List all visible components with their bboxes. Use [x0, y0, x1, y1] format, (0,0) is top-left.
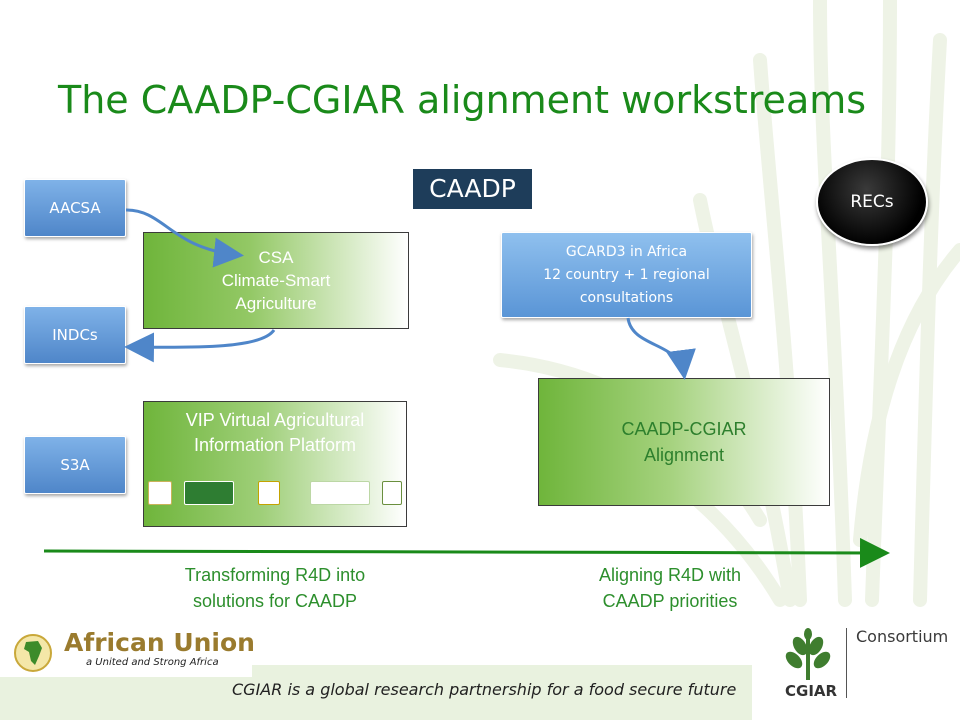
csa-box[interactable]: CSA Climate-Smart Agriculture — [143, 232, 409, 329]
caption-right: Aligning R4D with CAADP priorities — [545, 562, 795, 614]
gcard-line2: 12 country + 1 regional — [543, 266, 710, 283]
vip-line2: Information Platform — [193, 435, 357, 455]
african-union-name: African Union — [64, 628, 255, 657]
cgiar-wordmark: CGIAR — [785, 682, 838, 700]
caption-left: Transforming R4D into solutions for CAAD… — [150, 562, 400, 614]
gcard-line3: consultations — [579, 289, 674, 306]
csa-to-indcs-arrow — [124, 329, 276, 363]
gcard-to-alignment-arrow — [626, 317, 696, 380]
coraf-logo — [258, 481, 280, 505]
ccardesa-logo — [310, 481, 370, 505]
aacsa-to-csa-arrow — [125, 208, 244, 268]
gcard-line1: GCARD3 in Africa — [565, 243, 688, 260]
footer-tagline: CGIAR is a global research partnership f… — [232, 680, 737, 699]
caption-left-line2: solutions for CAADP — [192, 591, 358, 611]
s3a-button[interactable]: S3A — [24, 436, 126, 494]
vip-line1: VIP Virtual Agricultural — [185, 410, 365, 430]
aacsa-button[interactable]: AACSA — [24, 179, 126, 237]
caadp-logo: CAADP — [413, 169, 532, 209]
cgiar-logo-area — [752, 622, 960, 720]
page-title: The CAADP-CGIAR alignment workstreams — [58, 78, 867, 122]
indcs-button[interactable]: INDCs — [24, 306, 126, 364]
cgiar-small-logo — [382, 481, 402, 505]
african-union-tagline: a United and Strong Africa — [86, 657, 219, 668]
cgiar-divider — [846, 628, 847, 698]
caption-right-line1: Aligning R4D with — [598, 565, 742, 585]
vip-box[interactable]: VIP Virtual Agricultural Information Pla… — [143, 401, 407, 527]
consortium-label: Consortium — [856, 627, 949, 646]
fara-logo — [148, 481, 172, 505]
alignment-line2: Alignment — [643, 445, 725, 465]
partner-logos-row — [148, 478, 404, 506]
african-union-emblem-icon — [14, 634, 52, 672]
csa-line3: Agriculture — [235, 294, 317, 313]
cgiar-wheat-icon — [785, 628, 831, 680]
alignment-line1: CAADP-CGIAR — [621, 419, 747, 439]
caption-right-line2: CAADP priorities — [602, 591, 738, 611]
timeline-arrow — [43, 537, 890, 568]
recs-oval[interactable]: RECs — [816, 158, 928, 246]
csa-line1: CSA — [258, 248, 294, 267]
csa-line2: Climate-Smart — [221, 271, 331, 290]
gcard3-box[interactable]: GCARD3 in Africa 12 country + 1 regional… — [501, 232, 752, 318]
asareca-logo — [184, 481, 234, 505]
caption-left-line1: Transforming R4D into — [184, 565, 366, 585]
